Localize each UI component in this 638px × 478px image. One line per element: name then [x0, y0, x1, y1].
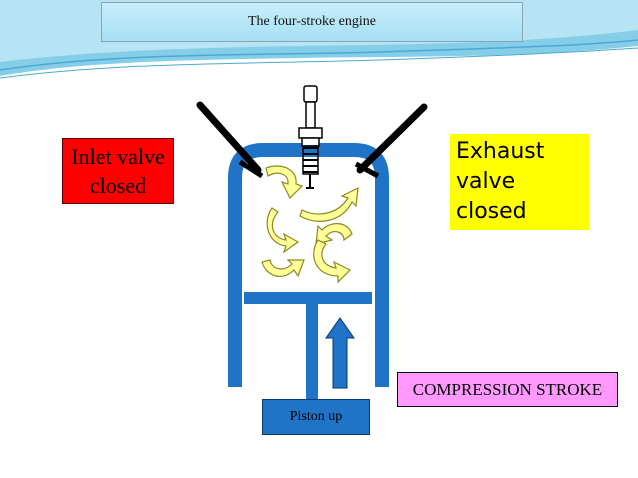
- connecting-rod: [306, 304, 318, 400]
- inlet-valve: [196, 101, 262, 174]
- inlet-valve-label: Inlet valve closed: [62, 138, 174, 204]
- slide-title: The four-stroke engine: [101, 2, 523, 42]
- piston-label: Piston up: [262, 399, 370, 435]
- cylinder-wall: [228, 143, 389, 387]
- exhaust-valve: [356, 103, 428, 174]
- inlet-label-line1: Inlet valve: [71, 144, 165, 169]
- upward-arrow-icon: [325, 317, 355, 389]
- inlet-valve-head: [238, 159, 264, 179]
- spark-plug-icon: [298, 85, 323, 189]
- inlet-label-line2: closed: [89, 173, 147, 198]
- stroke-label: COMPRESSION STROKE: [397, 372, 618, 407]
- exhaust-valve-head: [354, 161, 380, 179]
- exhaust-label-line1: Exhaust: [456, 139, 545, 164]
- exhaust-label-line3: closed: [456, 199, 527, 224]
- exhaust-valve-label: Exhaust valve closed: [450, 134, 589, 230]
- piston-crown: [244, 292, 372, 304]
- swirl-arrows: [261, 165, 359, 284]
- exhaust-label-line2: valve: [456, 169, 516, 194]
